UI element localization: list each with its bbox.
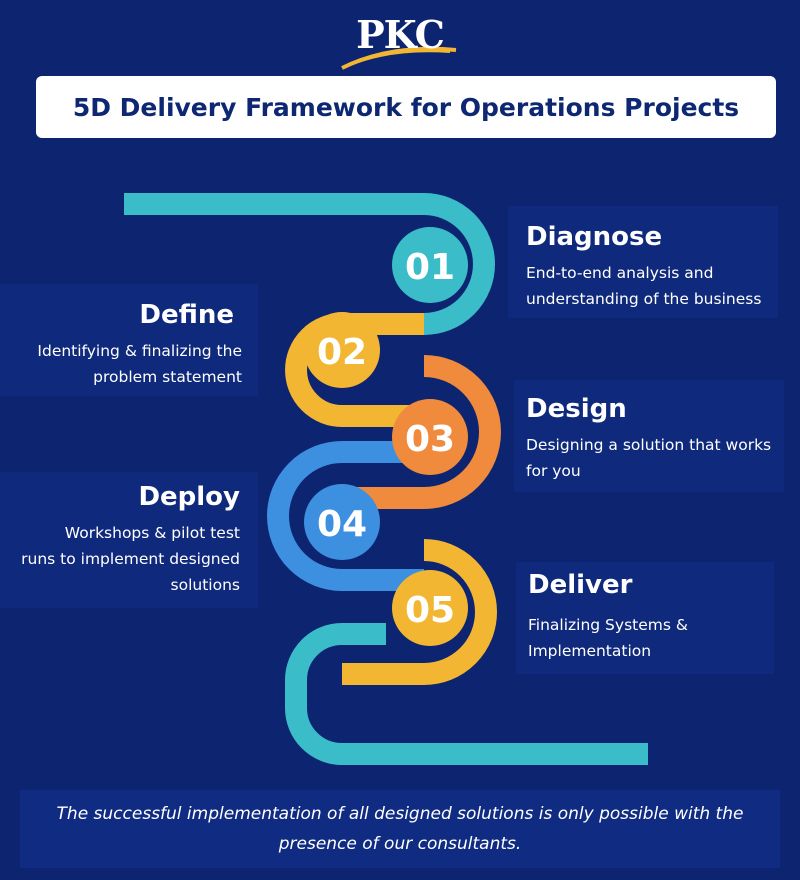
step-number-04: 04 <box>317 504 367 545</box>
panel-define <box>0 284 258 396</box>
desc-line: problem statement <box>93 368 242 386</box>
step-title-deploy: Deploy <box>138 482 240 512</box>
snake-segment-05 <box>342 539 497 685</box>
circle-05 <box>392 570 468 646</box>
panel-diagnose <box>508 206 778 318</box>
desc-line: Identifying & finalizing the <box>37 342 242 360</box>
circle-04 <box>304 484 380 560</box>
step-deliver: Deliver Finalizing Systems & Implementat… <box>528 570 778 664</box>
title-box: 5D Delivery Framework for Operations Pro… <box>36 76 776 138</box>
step-desc-deliver: Finalizing Systems & Implementation <box>528 612 778 664</box>
step-number-02: 02 <box>317 332 367 373</box>
footer-line: The successful implementation of all des… <box>56 804 744 824</box>
logo-text: PKC <box>356 12 445 57</box>
desc-line: Implementation <box>528 642 652 660</box>
step-number-03: 03 <box>405 419 455 460</box>
step-desc-deploy: Workshops & pilot test runs to implement… <box>0 520 240 598</box>
step-desc-design: Designing a solution that works for you <box>526 432 790 484</box>
step-design: Design Designing a solution that works f… <box>526 394 790 484</box>
snake-segment-top <box>124 193 495 335</box>
panel-deliver <box>516 562 774 674</box>
page-title: 5D Delivery Framework for Operations Pro… <box>72 92 740 122</box>
snake-segment-04 <box>267 441 424 591</box>
circle-02 <box>304 312 380 388</box>
step-title-diagnose: Diagnose <box>526 222 663 252</box>
step-define: Define Identifying & finalizing the prob… <box>0 300 242 390</box>
snake-segment-bottom <box>285 623 648 765</box>
logo-swoosh-icon <box>341 46 457 70</box>
step-deploy: Deploy Workshops & pilot test runs to im… <box>0 482 240 598</box>
step-number-05: 05 <box>405 590 455 631</box>
pkc-logo: PKC <box>330 8 470 72</box>
desc-line: Workshops & pilot test <box>64 524 240 542</box>
circle-03 <box>392 399 468 475</box>
footer-text: The successful implementation of all des… <box>50 799 750 859</box>
desc-line: for you <box>526 462 581 480</box>
desc-line: runs to implement designed <box>21 550 240 568</box>
snake-segment-03 <box>342 355 501 509</box>
desc-line: Designing a solution that works <box>526 436 772 454</box>
panel-design <box>514 380 784 492</box>
desc-line: Finalizing Systems & <box>528 616 688 634</box>
desc-line: understanding of the business <box>526 290 762 308</box>
step-diagnose: Diagnose End-to-end analysis and underst… <box>526 222 786 312</box>
footer-line: presence of our consultants. <box>278 834 522 854</box>
step-number-01: 01 <box>405 247 455 288</box>
step-title-design: Design <box>526 394 627 424</box>
panel-deploy <box>0 472 258 608</box>
footer-box: The successful implementation of all des… <box>20 790 780 868</box>
step-desc-diagnose: End-to-end analysis and understanding of… <box>526 260 786 312</box>
step-title-deliver: Deliver <box>528 570 633 600</box>
step-desc-define: Identifying & finalizing the problem sta… <box>0 338 242 390</box>
step-title-define: Define <box>139 300 234 330</box>
circle-01 <box>392 227 468 303</box>
desc-line: solutions <box>170 576 240 594</box>
desc-line: End-to-end analysis and <box>526 264 714 282</box>
